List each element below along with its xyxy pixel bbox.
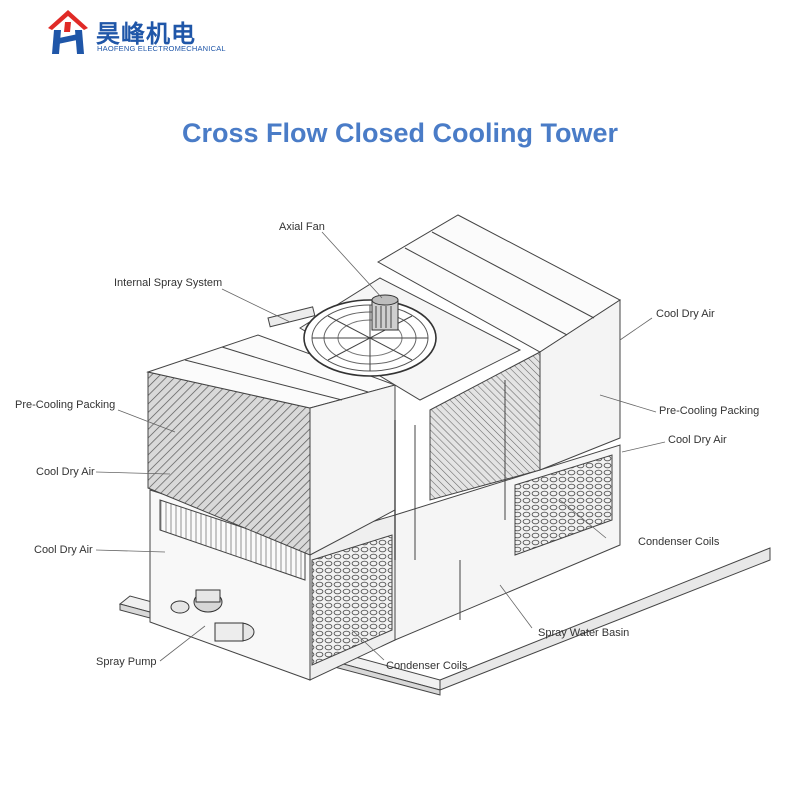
label-condenser-coils-right: Condenser Coils — [638, 536, 720, 548]
label-cool-dry-air-left-2: Cool Dry Air — [34, 544, 93, 556]
label-internal-spray-system: Internal Spray System — [114, 277, 223, 289]
label-pre-cooling-packing-left: Pre-Cooling Packing — [15, 399, 116, 411]
label-pre-cooling-packing-right: Pre-Cooling Packing — [659, 405, 760, 417]
label-spray-pump: Spray Pump — [96, 656, 157, 668]
label-cool-dry-air-right-mid: Cool Dry Air — [668, 434, 727, 446]
logo-mark-icon — [48, 10, 88, 54]
label-condenser-coils-bottom: Condenser Coils — [386, 660, 468, 672]
label-leader-lines — [95, 231, 666, 662]
label-cool-dry-air-left-1: Cool Dry Air — [36, 466, 95, 478]
label-cool-dry-air-right-top: Cool Dry Air — [656, 308, 715, 320]
diagram-title: Cross Flow Closed Cooling Tower — [181, 118, 619, 148]
company-logo: 昊峰机电 HAOFENG ELECTROMECHANICAL — [44, 8, 226, 58]
tower-linework — [118, 214, 771, 696]
logo-text-cn: 昊峰机电 — [96, 20, 196, 48]
label-axial-fan: Axial Fan — [279, 221, 325, 233]
axial-fan-icon — [303, 294, 437, 377]
spray-pump-icon — [170, 589, 255, 642]
logo-text-en: HAOFENG ELECTROMECHANICAL — [97, 44, 226, 53]
label-spray-water-basin: Spray Water Basin — [538, 627, 630, 639]
